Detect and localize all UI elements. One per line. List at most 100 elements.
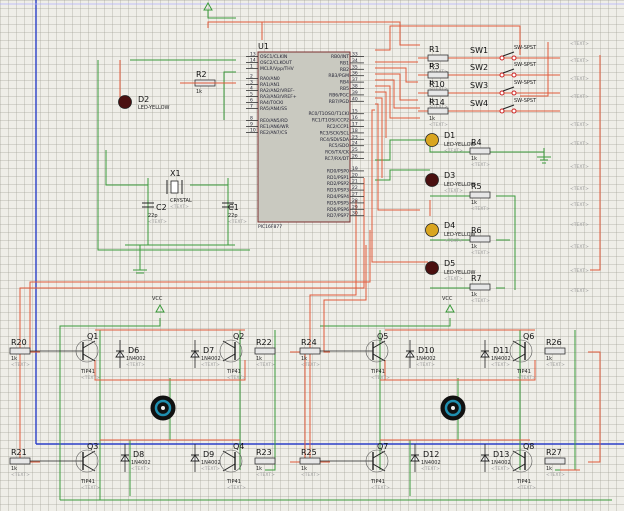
switch-part: SW-SPST <box>514 98 537 104</box>
resistor-led-series[interactable] <box>469 191 491 199</box>
transistor-collector <box>512 340 526 349</box>
crystal-x1[interactable] <box>166 180 183 194</box>
resistor-switch-pullup[interactable] <box>427 54 449 62</box>
edge-text: <TEXT> <box>570 202 589 208</box>
diode-part: 1N4002 <box>201 356 221 362</box>
resistor-text: <TEXT> <box>546 362 565 368</box>
mcu-right-pin-label: RC1/T1OSI/CCP2 <box>312 118 349 124</box>
switch-ref: SW4 <box>470 99 488 108</box>
mcu-left-pin-label: RA3/AN3/VREF+ <box>260 94 297 100</box>
switch-contact-b[interactable] <box>511 72 517 78</box>
resistor-hb-base-top-right[interactable] <box>544 347 566 355</box>
mcu-left-pin-number: 14 <box>250 58 256 64</box>
resistor-ref: R14 <box>429 98 445 107</box>
switch-lever[interactable] <box>502 86 515 92</box>
resistor-ref: R5 <box>471 182 482 191</box>
transistor-text: <TEXT> <box>371 375 390 381</box>
switch-lever[interactable] <box>502 51 515 57</box>
capacitor-c2[interactable] <box>142 202 154 208</box>
resistor-led-series[interactable] <box>469 235 491 243</box>
resistor-hb-base-bottom-right[interactable] <box>544 457 566 465</box>
mcu-right-pin-number: 24 <box>352 141 358 147</box>
transistor-ref: Q6 <box>523 332 534 341</box>
diode-text: <TEXT> <box>131 466 150 472</box>
mcu-right-pin-label: RC4/SDI/SDA <box>320 137 350 143</box>
transistor-collector <box>82 450 96 459</box>
mcu-left-pin-number: 5 <box>250 92 253 98</box>
resistor-switch-pullup[interactable] <box>427 107 449 115</box>
resistor-ref: R7 <box>471 274 482 283</box>
led-d2[interactable] <box>118 95 132 109</box>
resistor-ref: R3 <box>429 62 440 71</box>
led-d5[interactable] <box>425 261 439 275</box>
resistor-hb-base-bottom-left[interactable] <box>299 457 321 465</box>
mcu-right-pin-label: RC7/RX/DT <box>325 156 350 162</box>
transistor-q1[interactable] <box>75 339 99 363</box>
mcu-left-pin-number: 10 <box>250 128 256 134</box>
transistor-text: <TEXT> <box>227 375 246 381</box>
diode-ref: D9 <box>203 450 214 459</box>
transistor-part: TIP41 <box>80 369 95 375</box>
resistor-led-series[interactable] <box>469 283 491 291</box>
mcu-left-pin-label: RE2/AN7/CS <box>260 130 287 136</box>
switch-contact-b[interactable] <box>511 55 517 61</box>
mcu-right-pin-number: 16 <box>352 115 358 121</box>
motor-ring <box>154 399 172 417</box>
transistor-emitter <box>372 463 386 472</box>
switch-lever[interactable] <box>502 104 515 110</box>
crystal-text: <TEXT> <box>170 204 189 210</box>
transistor-q6[interactable] <box>509 339 533 363</box>
switch-contact-b[interactable] <box>511 90 517 96</box>
resistor-hb-base-bottom-left[interactable] <box>9 457 31 465</box>
transistor-q3[interactable] <box>75 449 99 473</box>
mcu-left-pin-number: 13 <box>250 52 256 58</box>
mcu-right-pin-label: RD5/PSP5 <box>327 200 349 206</box>
c2-value: 22p <box>148 213 158 219</box>
edge-text: <TEXT> <box>570 222 589 228</box>
switch-contact-a[interactable] <box>499 72 505 78</box>
led-block: D1LED-YELLOW<TEXT>D3LED-YELLOW<TEXT>D4LE… <box>425 131 491 304</box>
diode-part: 1N4002 <box>491 460 511 466</box>
led-part: LED-YELLOW <box>444 142 476 148</box>
led-d3[interactable] <box>425 173 439 187</box>
transistor-part: TIP41 <box>370 369 385 375</box>
transistor-q8[interactable] <box>509 449 533 473</box>
switch-contact-a[interactable] <box>499 108 505 114</box>
edge-text: <TEXT> <box>570 141 589 147</box>
mcu-right-pin-number: 34 <box>352 58 358 64</box>
transistor-emitter <box>372 353 386 362</box>
c1-text: <TEXT> <box>228 219 247 225</box>
resistor-value: 1k <box>256 356 262 362</box>
mcu-right-pin-label: RC2/CCP1 <box>327 124 349 130</box>
mcu-body[interactable] <box>257 51 351 223</box>
resistor-led-series[interactable] <box>469 147 491 155</box>
switch-contact-a[interactable] <box>499 55 505 61</box>
switch-contact-b[interactable] <box>511 108 517 114</box>
resistor-hb-base-top-right[interactable] <box>254 347 276 355</box>
transistor-q2[interactable] <box>219 339 243 363</box>
transistor-collector <box>222 450 236 459</box>
led-d4[interactable] <box>425 223 439 237</box>
resistor-switch-pullup[interactable] <box>427 89 449 97</box>
edge-text: <TEXT> <box>570 268 589 274</box>
transistor-q4[interactable] <box>219 449 243 473</box>
resistor-switch-pullup[interactable] <box>427 71 449 79</box>
resistor-hb-base-top-left[interactable] <box>299 347 321 355</box>
switch-lever[interactable] <box>502 68 515 74</box>
mcu-right-pin-number: 21 <box>352 179 358 185</box>
transistor-text: <TEXT> <box>371 485 390 491</box>
switch-contact-a[interactable] <box>499 90 505 96</box>
resistor-hb-base-top-left[interactable] <box>9 347 31 355</box>
resistor-value: 1k <box>429 116 435 122</box>
mcu-right-pin-label: RC3/SCK/SCL <box>320 130 350 136</box>
transistor-emitter <box>512 353 526 362</box>
capacitor-c1[interactable] <box>222 202 234 208</box>
mcu-right-pin-label: RC6/TX/CK <box>325 150 350 156</box>
transistor-part: TIP41 <box>516 479 531 485</box>
led-d1[interactable] <box>425 133 439 147</box>
resistor-hb-base-bottom-right[interactable] <box>254 457 276 465</box>
mcu-right-pin-label: RD4/PSP4 <box>327 194 349 200</box>
transistor-q7[interactable] <box>365 449 389 473</box>
transistor-q5[interactable] <box>365 339 389 363</box>
transistor-ref: Q4 <box>233 442 244 451</box>
